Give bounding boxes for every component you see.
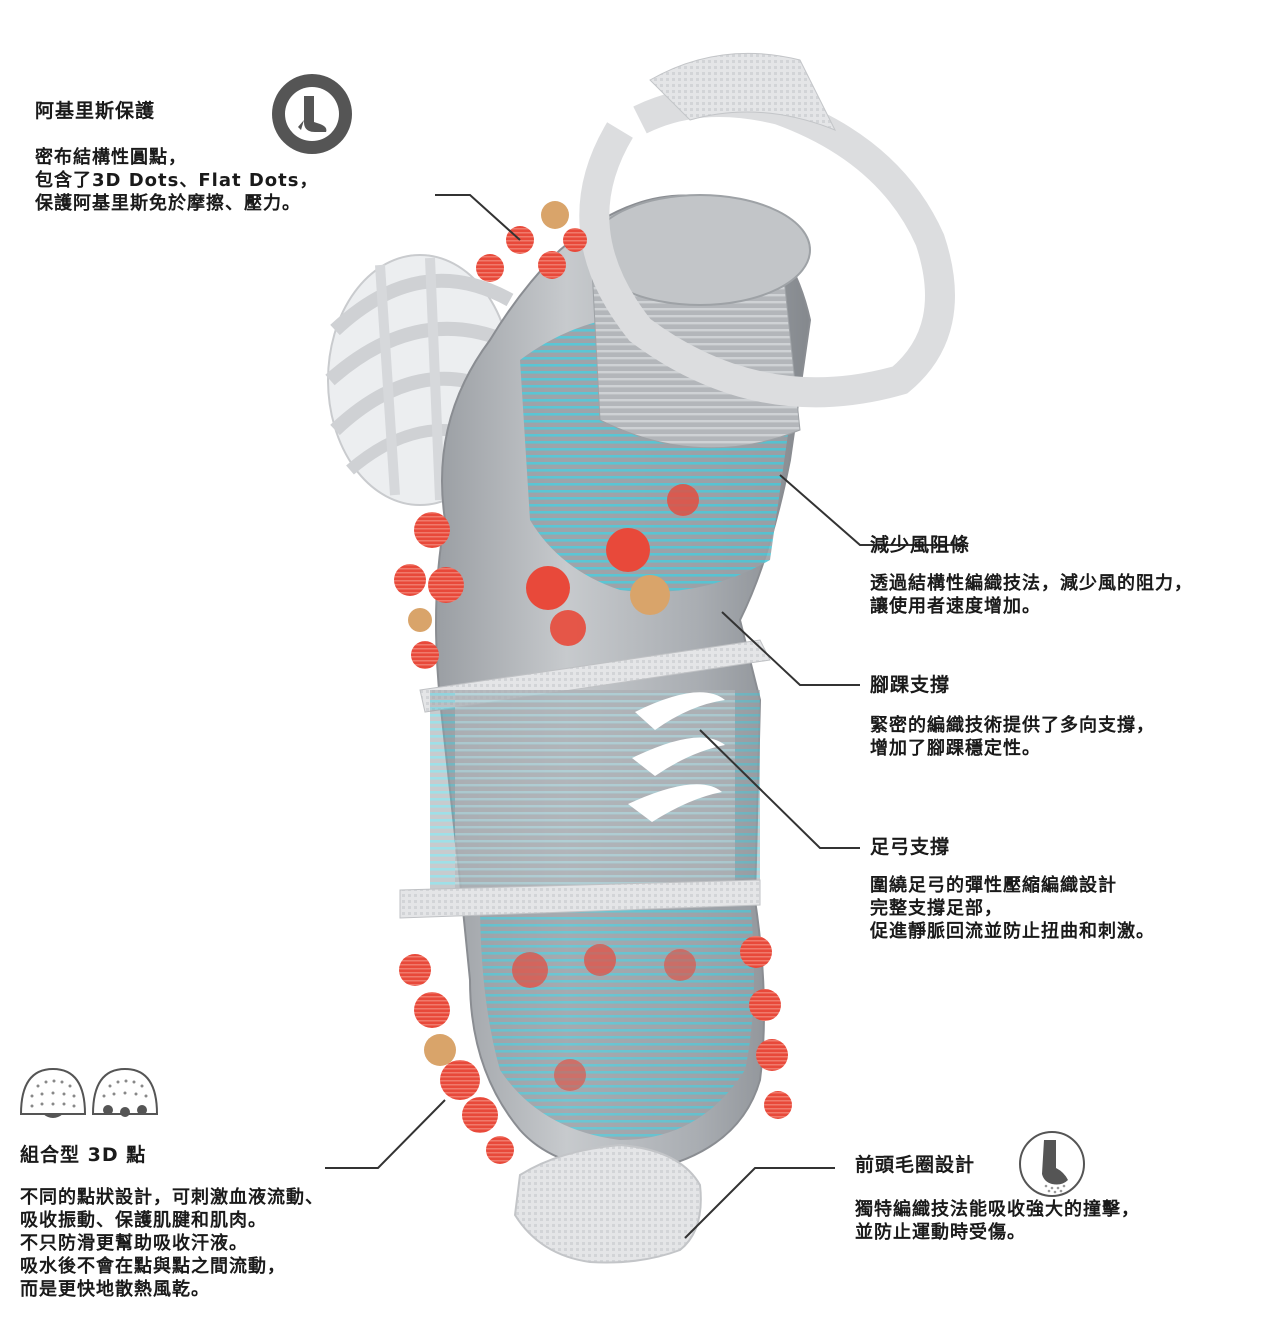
compressport-logo-icon bbox=[628, 692, 725, 822]
desc-line: 完整支撐足部， bbox=[870, 898, 1003, 919]
desc-line: 保護阿基里斯免於摩擦、壓力。 bbox=[35, 193, 301, 214]
feature-achilles: 阿基里斯保護 密布結構性圓點， 包含了3D Dots、Flat Dots， 保護… bbox=[35, 98, 318, 215]
leader-lines bbox=[325, 194, 965, 1239]
desc-line: 讓使用者速度增加。 bbox=[870, 596, 1041, 617]
dome-dot-icon bbox=[19, 1067, 87, 1118]
heel-dot-icon bbox=[91, 1067, 159, 1117]
feature-arch: 足弓支撐 圍繞足弓的彈性壓縮編織設計 完整支撐足部， 促進靜脈回流並防止扭曲和刺… bbox=[870, 834, 1155, 943]
desc-line: 包含了3D Dots、Flat Dots， bbox=[35, 170, 319, 191]
toe-loop-icon bbox=[1019, 1131, 1085, 1197]
feature-ankle: 腳踝支撐 緊密的編織技術提供了多向支撐， 增加了腳踝穩定性。 bbox=[870, 672, 1155, 760]
achilles-badge-icon bbox=[272, 74, 352, 154]
feature-title: 減少風阻條 bbox=[870, 534, 971, 556]
desc-line: 透過結構性編織技法，減少風的阻力， bbox=[870, 573, 1193, 594]
desc-line: 不只防滑更幫助吸收汗液。 bbox=[20, 1233, 248, 1254]
feature-title: 足弓支撐 bbox=[870, 836, 951, 858]
feature-description: 圍繞足弓的彈性壓縮編織設計 完整支撐足部， 促進靜脈回流並防止扭曲和刺激。 bbox=[870, 874, 1155, 943]
feature-title: 組合型 3D 點 bbox=[20, 1144, 147, 1166]
feature-title: 前頭毛圈設計 bbox=[855, 1154, 976, 1176]
desc-line: 密布結構性圓點， bbox=[35, 147, 187, 168]
desc-line: 緊密的編織技術提供了多向支撐， bbox=[870, 715, 1155, 736]
feature-dots: 組合型 3D 點 不同的點狀設計，可刺激血液流動、 吸收振動、保護肌腱和肌肉。 … bbox=[20, 1142, 324, 1301]
feature-description: 不同的點狀設計，可刺激血液流動、 吸收振動、保護肌腱和肌肉。 不只防滑更幫助吸收… bbox=[20, 1186, 324, 1301]
toe-pad bbox=[513, 1143, 702, 1264]
feature-description: 密布結構性圓點， 包含了3D Dots、Flat Dots， 保護阿基里斯免於摩… bbox=[35, 146, 318, 215]
desc-line: 圍繞足弓的彈性壓縮編織設計 bbox=[870, 875, 1117, 896]
feature-wind: 減少風阻條 透過結構性編織技法，減少風的阻力， 讓使用者速度增加。 bbox=[870, 532, 1193, 618]
wind-ribbon bbox=[579, 52, 955, 408]
side-dots bbox=[394, 484, 699, 669]
feature-description: 獨特編織技法能吸收強大的撞擊， 並防止運動時受傷。 bbox=[855, 1198, 1140, 1244]
feature-title: 阿基里斯保護 bbox=[35, 100, 156, 122]
desc-line: 吸收振動、保護肌腱和肌肉。 bbox=[20, 1210, 267, 1231]
desc-line: 不同的點狀設計，可刺激血液流動、 bbox=[20, 1187, 324, 1208]
sole-dots bbox=[399, 936, 792, 1164]
desc-line: 促進靜脈回流並防止扭曲和刺激。 bbox=[870, 921, 1155, 942]
feature-title: 腳踝支撐 bbox=[870, 674, 951, 696]
desc-line: 並防止運動時受傷。 bbox=[855, 1222, 1026, 1243]
desc-line: 而是更快地散熱風乾。 bbox=[20, 1279, 210, 1300]
feature-toe: 前頭毛圈設計 獨特編織技法能吸收強大的撞擊， 並防止運動時受傷。 bbox=[855, 1152, 1140, 1244]
feature-description: 緊密的編織技術提供了多向支撐， 增加了腳踝穩定性。 bbox=[870, 714, 1155, 760]
feature-description: 透過結構性編織技法，減少風的阻力， 讓使用者速度增加。 bbox=[870, 572, 1193, 618]
desc-line: 獨特編織技法能吸收強大的撞擊， bbox=[855, 1199, 1140, 1220]
desc-line: 吸水後不會在點與點之間流動， bbox=[20, 1256, 286, 1277]
desc-line: 增加了腳踝穩定性。 bbox=[870, 738, 1041, 759]
